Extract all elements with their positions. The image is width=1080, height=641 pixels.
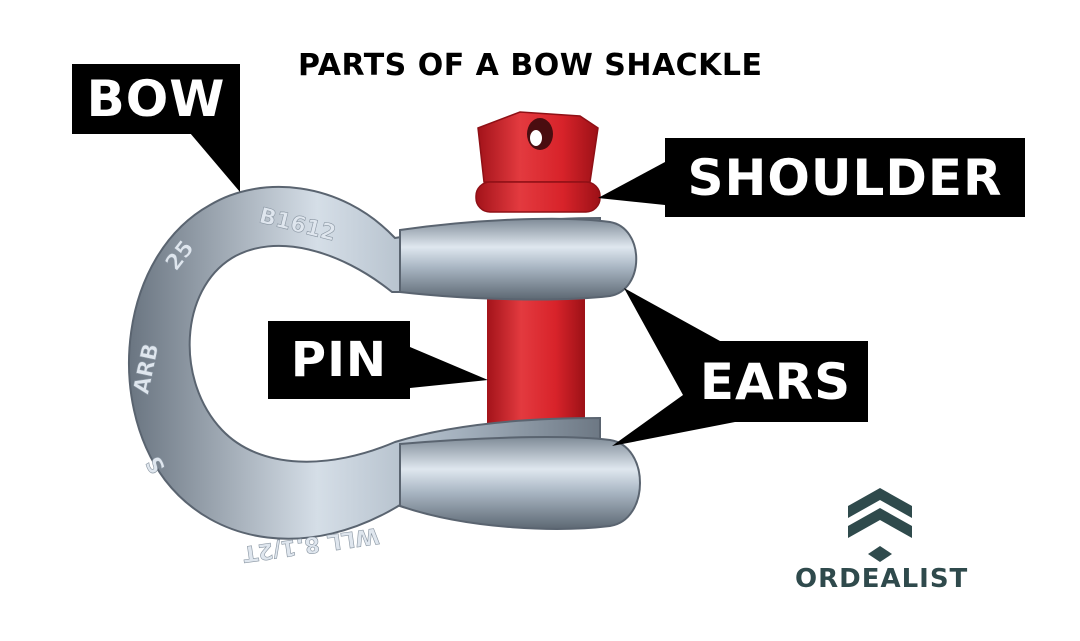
top-ear <box>399 217 638 301</box>
label-ears: EARS <box>683 341 868 422</box>
ordealist-chevron-icon <box>848 488 912 562</box>
diagram-title: PARTS OF A BOW SHACKLE <box>298 48 763 83</box>
label-pin: PIN <box>268 321 410 399</box>
pin-pointer <box>410 347 488 388</box>
brand-name: ORDEALIST <box>795 564 969 594</box>
ears-pointer-top <box>624 288 720 395</box>
label-shoulder: SHOULDER <box>665 138 1025 217</box>
pin-head <box>475 111 601 213</box>
bow-pointer <box>190 133 240 192</box>
bottom-ear <box>399 436 641 530</box>
ears-pointer-bottom <box>612 395 735 446</box>
label-bow: BOW <box>72 64 240 134</box>
brand-logo: ORDEALIST <box>795 480 969 600</box>
shoulder-pointer <box>598 162 665 205</box>
